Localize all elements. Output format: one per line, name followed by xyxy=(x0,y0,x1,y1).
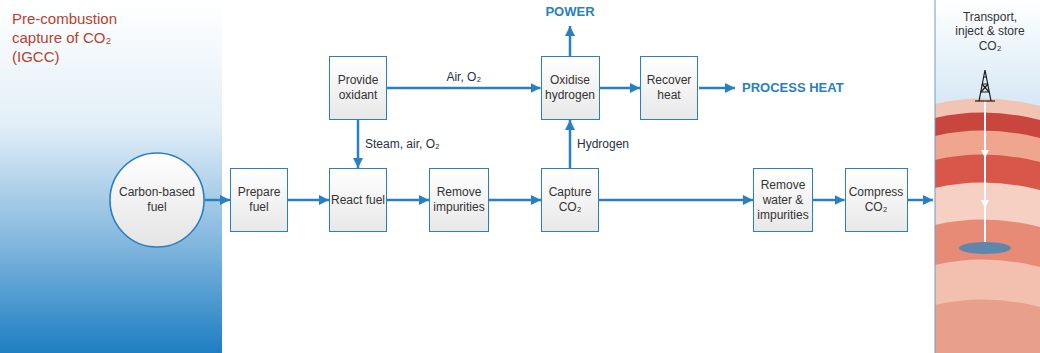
storage-arrow xyxy=(906,199,933,202)
process-box: React fuel xyxy=(329,168,387,232)
flow-arrow xyxy=(387,87,541,90)
node-text: Prepare fuel xyxy=(231,185,287,215)
flow-arrow xyxy=(288,199,329,202)
process-box: Oxidise hydrogen xyxy=(541,56,600,120)
node-text: Remove water & impurities xyxy=(754,178,812,223)
process-box: Provide oxidant xyxy=(329,56,387,120)
fuel-circle: Carbon-based fuel xyxy=(109,152,205,248)
storage-reservoir xyxy=(959,242,1011,254)
flow-arrow xyxy=(569,120,572,168)
node-text: Compress CO₂ xyxy=(846,185,907,215)
flow-arrow xyxy=(489,199,541,202)
process-box: Prepare fuel xyxy=(230,168,288,232)
edge-label: Air, O₂ xyxy=(446,70,481,84)
heat-arrow xyxy=(699,87,735,90)
well-bore xyxy=(984,100,986,244)
power-arrow xyxy=(569,26,572,56)
flow-arrow xyxy=(600,87,641,90)
node-text: Oxidise hydrogen xyxy=(542,73,599,103)
rock-layers xyxy=(935,98,1040,353)
edge-label: Hydrogen xyxy=(577,137,629,151)
node-text: Remove impurities xyxy=(430,185,488,215)
node-text: Provide oxidant xyxy=(330,73,386,103)
flow-arrow xyxy=(813,199,845,202)
process-box: Compress CO₂ xyxy=(845,168,908,232)
flow-arrow xyxy=(387,199,429,202)
process-box: Remove water & impurities xyxy=(753,168,813,232)
node-text: React fuel xyxy=(331,193,385,208)
drilling-rig xyxy=(975,70,995,101)
node-text: Capture CO₂ xyxy=(542,185,598,215)
right-panel xyxy=(935,0,1040,353)
output-label: PROCESS HEAT xyxy=(742,80,844,96)
node-text: Recover heat xyxy=(641,73,697,103)
left-panel xyxy=(0,0,222,353)
edge-label: Steam, air, O₂ xyxy=(365,137,440,151)
panel-caption: Transport, inject & store CO₂ xyxy=(948,10,1032,53)
diagram-title: Pre-combustion capture of CO₂ (IGCC) xyxy=(12,10,136,66)
node-text: Carbon-based fuel xyxy=(116,185,198,215)
flow-arrow xyxy=(357,120,360,168)
process-box: Recover heat xyxy=(640,56,698,120)
panel-border xyxy=(935,0,936,353)
flow-arrow xyxy=(205,199,230,202)
flow-arrow xyxy=(599,199,753,202)
output-label: POWER xyxy=(545,4,594,20)
process-box: Remove impurities xyxy=(429,168,489,232)
injection-arrows xyxy=(981,150,989,208)
process-box: Capture CO₂ xyxy=(541,168,599,232)
